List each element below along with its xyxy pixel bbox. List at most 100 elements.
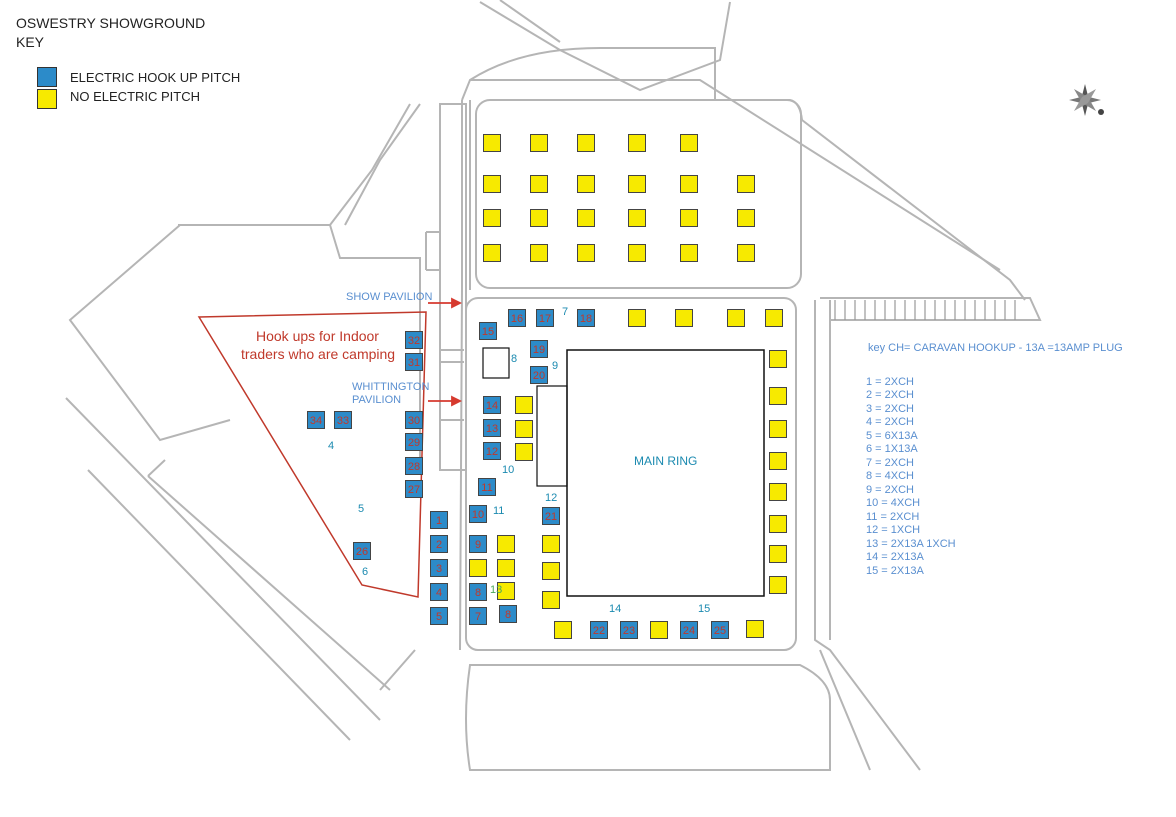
no-electric-pitch[interactable] (497, 582, 515, 600)
electric-pitch[interactable]: 27 (405, 480, 423, 498)
no-electric-pitch[interactable] (727, 309, 745, 327)
capacity-key-entry: 9 = 2XCH (866, 484, 914, 496)
no-electric-pitch[interactable] (765, 309, 783, 327)
zone-number: 12 (545, 492, 558, 504)
no-electric-pitch[interactable] (577, 209, 595, 227)
no-electric-pitch[interactable] (680, 244, 698, 262)
no-electric-pitch[interactable] (746, 620, 764, 638)
electric-pitch[interactable]: 3 (430, 559, 448, 577)
no-electric-pitch[interactable] (530, 134, 548, 152)
electric-pitch[interactable]: 31 (405, 353, 423, 371)
electric-pitch[interactable]: 11 (478, 478, 496, 496)
electric-pitch[interactable]: 12 (483, 442, 501, 460)
no-electric-pitch[interactable] (483, 175, 501, 193)
no-electric-pitch[interactable] (769, 545, 787, 563)
no-electric-pitch[interactable] (650, 621, 668, 639)
electric-pitch[interactable]: 24 (680, 621, 698, 639)
electric-pitch[interactable]: 20 (530, 366, 548, 384)
capacity-key-entry: 1 = 2XCH (866, 376, 914, 388)
no-electric-pitch[interactable] (469, 559, 487, 577)
no-electric-pitch[interactable] (769, 515, 787, 533)
no-electric-pitch[interactable] (628, 244, 646, 262)
electric-pitch[interactable]: 28 (405, 457, 423, 475)
map-subtitle: KEY (16, 34, 45, 50)
no-electric-pitch[interactable] (530, 175, 548, 193)
capacity-key-entry: 13 = 2X13A 1XCH (866, 538, 956, 550)
main-ring-outline (566, 349, 765, 597)
electric-pitch[interactable]: 29 (405, 433, 423, 451)
no-electric-pitch[interactable] (542, 562, 560, 580)
no-electric-pitch[interactable] (737, 209, 755, 227)
no-electric-pitch[interactable] (628, 309, 646, 327)
hookup-note-line1: Hook ups for Indoor (256, 328, 379, 344)
no-electric-pitch[interactable] (769, 576, 787, 594)
no-electric-pitch[interactable] (628, 175, 646, 193)
electric-pitch[interactable]: 8 (499, 605, 517, 623)
no-electric-pitch[interactable] (769, 483, 787, 501)
no-electric-pitch[interactable] (497, 535, 515, 553)
electric-pitch[interactable]: 14 (483, 396, 501, 414)
electric-pitch[interactable]: 17 (536, 309, 554, 327)
electric-pitch[interactable]: 1 (430, 511, 448, 529)
no-electric-pitch[interactable] (680, 175, 698, 193)
electric-pitch[interactable]: 23 (620, 621, 638, 639)
no-electric-pitch[interactable] (737, 244, 755, 262)
electric-pitch[interactable]: 7 (469, 607, 487, 625)
electric-pitch[interactable]: 4 (430, 583, 448, 601)
electric-pitch[interactable]: 18 (577, 309, 595, 327)
capacity-key-entry: 3 = 2XCH (866, 403, 914, 415)
electric-pitch[interactable]: 16 (508, 309, 526, 327)
zone-number: 4 (328, 440, 335, 452)
electric-pitch[interactable]: 8 (469, 583, 487, 601)
electric-pitch[interactable]: 22 (590, 621, 608, 639)
no-electric-pitch[interactable] (497, 559, 515, 577)
no-electric-pitch[interactable] (554, 621, 572, 639)
no-electric-pitch[interactable] (769, 420, 787, 438)
no-electric-pitch[interactable] (737, 175, 755, 193)
electric-pitch[interactable]: 21 (542, 507, 560, 525)
no-electric-pitch[interactable] (628, 134, 646, 152)
no-electric-pitch[interactable] (483, 244, 501, 262)
electric-pitch[interactable]: 9 (469, 535, 487, 553)
electric-pitch[interactable]: 32 (405, 331, 423, 349)
electric-pitch[interactable]: 33 (334, 411, 352, 429)
electric-pitch[interactable]: 25 (711, 621, 729, 639)
no-electric-pitch[interactable] (542, 535, 560, 553)
no-electric-pitch[interactable] (577, 134, 595, 152)
electric-pitch[interactable]: 13 (483, 419, 501, 437)
electric-pitch[interactable]: 19 (530, 340, 548, 358)
no-electric-pitch[interactable] (577, 175, 595, 193)
no-electric-pitch[interactable] (769, 350, 787, 368)
zone-number: 10 (502, 464, 515, 476)
hookup-note-line2: traders who are camping (241, 346, 396, 362)
electric-pitch[interactable]: 2 (430, 535, 448, 553)
no-electric-pitch[interactable] (769, 387, 787, 405)
zone-number: 5 (358, 503, 365, 515)
no-electric-pitch[interactable] (769, 452, 787, 470)
no-electric-pitch[interactable] (542, 591, 560, 609)
no-electric-pitch[interactable] (515, 396, 533, 414)
electric-pitch[interactable]: 34 (307, 411, 325, 429)
grandstand-hatching (834, 300, 1016, 320)
no-electric-pitch[interactable] (680, 134, 698, 152)
electric-pitch[interactable]: 30 (405, 411, 423, 429)
capacity-key-entry: 10 = 4XCH (866, 497, 921, 509)
no-electric-pitch[interactable] (483, 134, 501, 152)
small-building (482, 347, 510, 379)
no-electric-pitch[interactable] (515, 443, 533, 461)
no-electric-pitch[interactable] (530, 244, 548, 262)
no-electric-pitch[interactable] (628, 209, 646, 227)
no-electric-pitch[interactable] (680, 209, 698, 227)
no-electric-pitch[interactable] (515, 420, 533, 438)
no-electric-pitch[interactable] (483, 209, 501, 227)
no-electric-pitch[interactable] (530, 209, 548, 227)
road-outlines (65, 0, 1042, 771)
electric-pitch[interactable]: 10 (469, 505, 487, 523)
no-electric-pitch[interactable] (577, 244, 595, 262)
electric-pitch[interactable]: 26 (353, 542, 371, 560)
zone-number: 7 (562, 306, 569, 318)
no-electric-pitch[interactable] (675, 309, 693, 327)
electric-pitch[interactable]: 5 (430, 607, 448, 625)
electric-pitch[interactable]: 15 (479, 322, 497, 340)
